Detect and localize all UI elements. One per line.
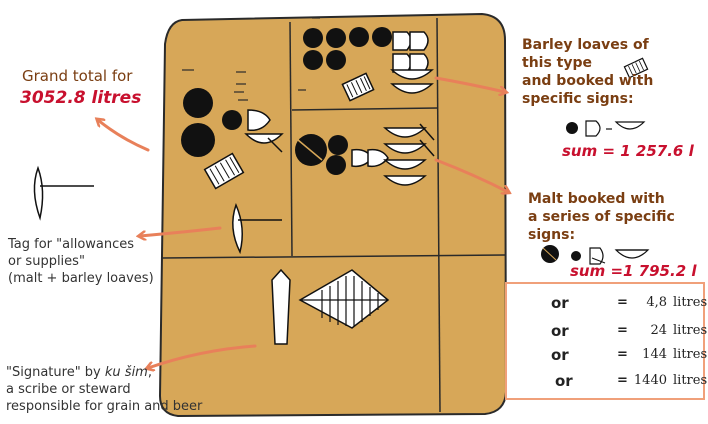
malt-circles-left (181, 88, 242, 157)
legend-or: or (555, 372, 573, 390)
allowance-tag-sign (232, 202, 282, 255)
malt-caption: Malt booked with a series of specific si… (528, 190, 675, 244)
legend-or: or (551, 322, 569, 340)
signature-name: ku šim (104, 365, 148, 380)
diagonal-strokes-middle (419, 123, 435, 157)
barley-caption-line: this type (522, 55, 592, 71)
barley-caption-line: and booked with (522, 73, 654, 89)
diagonal-strokes-left (267, 137, 283, 153)
bowl-signs-middle (383, 127, 427, 186)
legend-row: or = 24 litres (507, 318, 707, 346)
signature-caption-line: a scribe or steward (6, 382, 131, 397)
d-signs-left (247, 109, 271, 132)
malt-sign-sequence (541, 245, 650, 265)
unit-legend: or = 4,8 litres or = 24 litres or = 144 … (505, 282, 707, 400)
legend-or: or (551, 294, 569, 312)
tablet-case-lines (161, 17, 506, 413)
malt-caption-line: signs: (528, 227, 576, 243)
legend-or: or (551, 346, 569, 364)
signature-sign-ku (271, 268, 291, 345)
signature-caption-line: "Signature" by ku šim, (6, 364, 202, 381)
legend-equals: = (617, 347, 628, 362)
signature-caption: "Signature" by ku šim, a scribe or stewa… (6, 364, 202, 415)
annotation-arrows (98, 76, 508, 368)
legend-row: or = 4,8 litres (507, 290, 707, 318)
barley-caption: Barley loaves of this type and booked wi… (522, 36, 653, 108)
clay-tablet (158, 12, 508, 418)
malt-circles-top (303, 27, 392, 70)
barley-sum: sum = 1 257.6 l (562, 142, 694, 160)
tag-caption-line: or supplies" (8, 254, 85, 269)
legend-equals: = (617, 323, 628, 338)
tag-caption-line: Tag for "allowances (8, 237, 135, 252)
signature-caption-line: responsible for grain and beer (6, 399, 203, 414)
malt-sum: sum =1 795.2 l (570, 262, 697, 280)
barley-caption-line: specific signs: (522, 91, 634, 107)
legend-unit: litres (673, 295, 708, 310)
legend-equals: = (617, 295, 628, 310)
bowl-signs-left (244, 133, 284, 144)
malt-caption-line: a series of specific (528, 209, 675, 225)
legend-equals: = (617, 373, 628, 388)
grand-total-value: 3052.8 litres (20, 88, 142, 108)
signature-prefix: "Signature" by (6, 365, 105, 380)
signature-sign-sim (298, 269, 390, 329)
legend-value: 24 (650, 323, 667, 338)
bowl-signs-top (390, 69, 434, 94)
barley-sign-sequence (566, 120, 646, 137)
malt-caption-line: Malt booked with (528, 191, 665, 207)
d-signs-middle (351, 148, 389, 168)
d-signs-top (392, 31, 429, 73)
legend-unit: litres (673, 323, 708, 338)
tablet-scratches (182, 17, 320, 101)
signature-suffix: , (147, 365, 152, 380)
sum-stroke-middle (297, 139, 323, 161)
barley-loaf-sign-left (203, 152, 245, 190)
barley-loaf-sign-sample (623, 57, 649, 79)
legend-value: 1440 (633, 373, 667, 388)
legend-row: or = 144 litres (507, 342, 707, 370)
tag-caption-line: (malt + barley loaves) (8, 271, 154, 286)
legend-row: or = 1440 litres (507, 368, 707, 396)
barley-caption-line: Barley loaves of (522, 37, 649, 53)
legend-unit: litres (673, 347, 708, 362)
barley-loaf-sign-top (341, 72, 375, 102)
legend-unit: litres (673, 373, 708, 388)
legend-value: 144 (642, 347, 667, 362)
tag-sign-standalone (33, 165, 94, 221)
grand-total-label: Grand total for (22, 67, 133, 85)
tag-caption: Tag for "allowances or supplies" (malt +… (8, 236, 154, 287)
legend-value: 4,8 (646, 295, 667, 310)
